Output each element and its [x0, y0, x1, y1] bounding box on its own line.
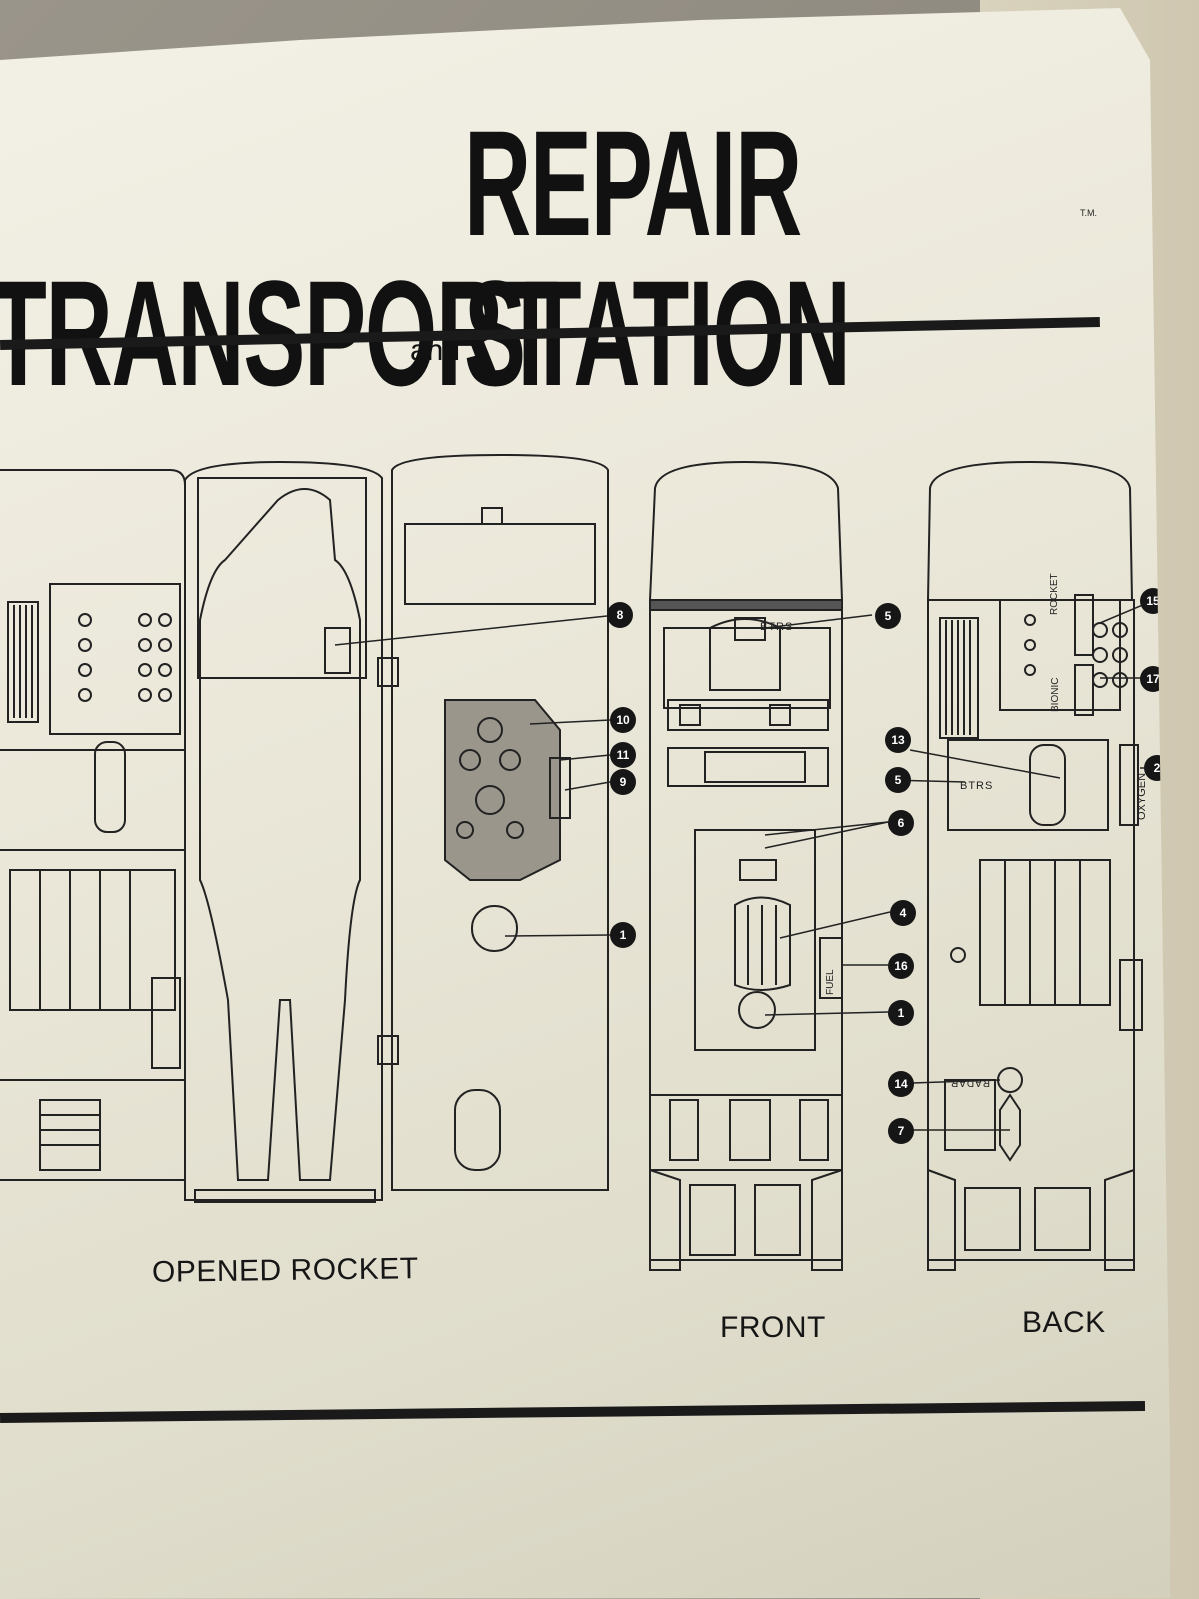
opened-rocket-middle-panel	[184, 460, 383, 1203]
instruction-sheet: TRANSPORT and REPAIR STATION T.M.	[0, 8, 1170, 1599]
opened-rocket-left-panel	[0, 469, 186, 1181]
back-view-drawing	[926, 460, 1143, 1271]
label-rocket: ROCKET	[1049, 573, 1060, 615]
callout-1-opened: 1	[610, 922, 636, 948]
label-btrs-back: BTRS	[960, 780, 994, 792]
opened-rocket-right-panel	[377, 453, 609, 1191]
callout-16: 16	[888, 953, 914, 979]
callout-9: 9	[610, 769, 636, 795]
label-btrs-front: BTRS	[760, 621, 794, 633]
callout-6: 6	[888, 810, 914, 836]
caption-back: BACK	[1022, 1306, 1106, 1339]
callout-10: 10	[610, 707, 636, 733]
rocket-diagram	[0, 453, 1168, 1271]
caption-front: FRONT	[720, 1311, 826, 1344]
callout-13: 13	[885, 727, 911, 753]
callout-7: 7	[888, 1118, 914, 1144]
callout-8: 8	[607, 602, 633, 628]
callout-5-top: 5	[875, 603, 901, 629]
trademark-mark: T.M.	[1080, 208, 1097, 218]
label-bionic: BIONIC	[1050, 677, 1061, 712]
callout-11: 11	[610, 742, 636, 768]
label-radar: RADAR	[950, 1077, 991, 1088]
front-view-drawing	[648, 460, 844, 1271]
callout-5-mid: 5	[885, 767, 911, 793]
caption-opened-rocket: OPENED ROCKET	[151, 1252, 419, 1289]
callout-1-front: 1	[888, 1000, 914, 1026]
label-oxygen: OXYGEN	[1136, 772, 1148, 820]
label-fuel: FUEL	[825, 969, 836, 995]
callout-14: 14	[888, 1071, 914, 1097]
callout-4: 4	[890, 900, 916, 926]
